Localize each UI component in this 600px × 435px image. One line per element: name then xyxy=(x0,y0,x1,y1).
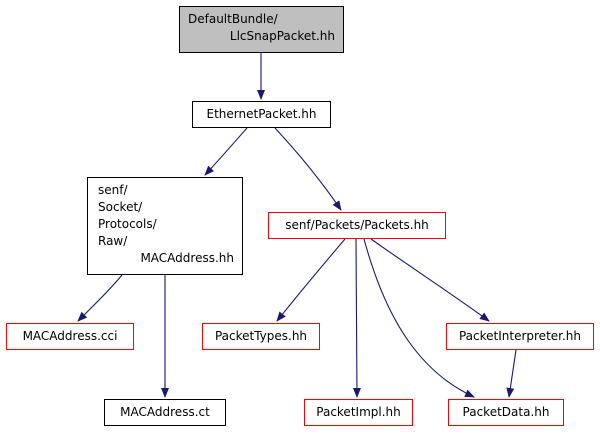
node-label-line: Protocols/ xyxy=(98,217,157,231)
node-label: MACAddress.ct xyxy=(120,405,210,419)
node-label-line: Socket/ xyxy=(98,200,143,214)
node-label-line: DefaultBundle/ xyxy=(188,12,278,26)
edge-packets-to-impl xyxy=(352,238,361,398)
node-llcsnappacket-hh[interactable]: DefaultBundle/ LlcSnapPacket.hh xyxy=(179,6,344,53)
edge-eth-to-packets xyxy=(274,127,342,211)
node-label: PacketTypes.hh xyxy=(214,329,308,343)
node-packettypes-hh[interactable]: PacketTypes.hh xyxy=(202,323,320,350)
node-label-line: MACAddress.hh xyxy=(140,251,234,265)
node-label-line: Raw/ xyxy=(98,234,128,248)
node-macaddress-hh[interactable]: senf/ Socket/ Protocols/ Raw/ MACAddress… xyxy=(87,177,243,275)
node-label-line: LlcSnapPacket.hh xyxy=(229,29,335,43)
node-packetdata-hh[interactable]: PacketData.hh xyxy=(448,399,564,426)
edge-packets-to-pdata xyxy=(363,238,475,398)
edge-eth-to-mac xyxy=(204,127,248,176)
node-macaddress-ct[interactable]: MACAddress.ct xyxy=(104,399,226,426)
edge-packets-to-types xyxy=(276,238,346,322)
edge-mac-to-cci xyxy=(77,274,123,322)
node-label: EthernetPacket.hh xyxy=(206,107,317,121)
node-macaddress-cci[interactable]: MACAddress.cci xyxy=(6,323,134,350)
node-label: PacketImpl.hh xyxy=(316,405,401,419)
node-label: PacketData.hh xyxy=(462,405,550,419)
node-packetimpl-hh[interactable]: PacketImpl.hh xyxy=(304,399,413,426)
node-label: PacketInterpreter.hh xyxy=(458,329,582,343)
node-packetinterpreter-hh[interactable]: PacketInterpreter.hh xyxy=(446,323,594,350)
node-label: MACAddress.cci xyxy=(22,329,118,343)
node-packets-hh[interactable]: senf/Packets/Packets.hh xyxy=(268,212,446,239)
edge-interp-to-pdata xyxy=(506,349,517,398)
node-ethernetpacket-hh[interactable]: EthernetPacket.hh xyxy=(192,101,331,128)
node-label: senf/Packets/Packets.hh xyxy=(285,218,429,232)
edge-packets-to-interp xyxy=(370,238,490,322)
node-label-line: senf/ xyxy=(98,183,128,197)
